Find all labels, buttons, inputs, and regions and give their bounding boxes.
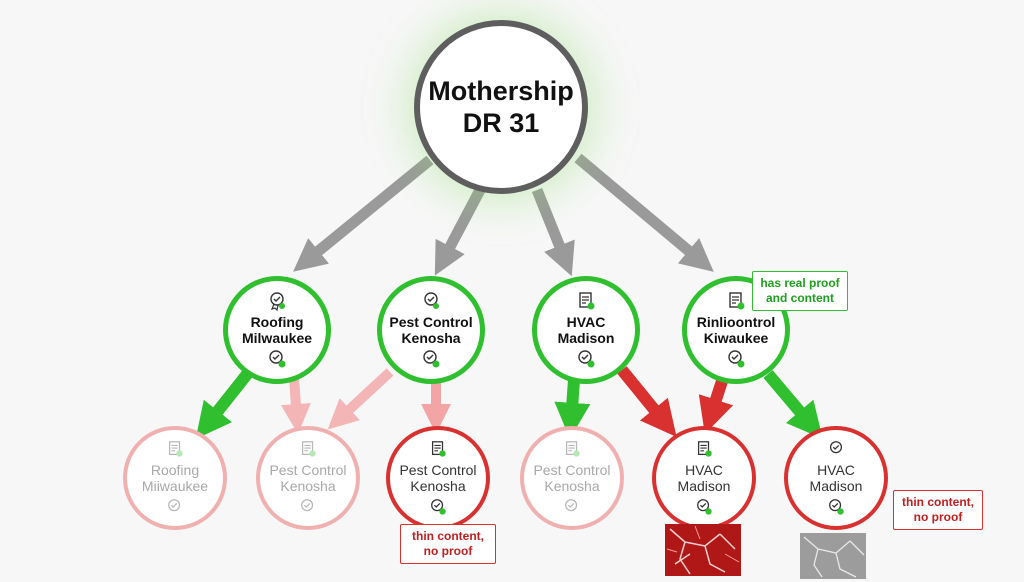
arrow-hvac-to-red-leaf — [617, 366, 677, 438]
document-check-icon — [429, 438, 447, 460]
callout-has-real-proof: has real proof and content — [752, 271, 848, 311]
shield-check-icon — [563, 496, 581, 518]
callout-line1: thin content, — [902, 495, 974, 509]
leaf-label-line2: Kenosha — [280, 478, 336, 494]
leaf-pest-control-kenosha-3: Pest Control Kenosha — [520, 426, 624, 530]
shield-check-icon — [267, 348, 287, 370]
shield-check-icon — [421, 348, 441, 370]
leaf-label-line1: Pest Control — [269, 462, 347, 478]
arrow-root-to-roofing — [293, 155, 434, 272]
shield-check-icon — [576, 348, 596, 370]
document-check-icon — [563, 438, 581, 460]
arrow-roofing-to-leaf — [195, 369, 253, 440]
arrow-pest-to-faded-leaf — [327, 368, 394, 430]
callout-thin-content-2: thin content, no proof — [893, 490, 983, 530]
arrow-rinlioontrol-to-green-leaf — [763, 370, 823, 439]
node-label-line2: Milwaukee — [241, 330, 313, 346]
mothership-title: Mothership — [428, 76, 574, 106]
leaf-label-line1: HVAC — [685, 462, 723, 478]
shield-check-icon — [299, 496, 317, 518]
node-label-line1: Rinlioontrol — [696, 314, 776, 330]
document-check-icon — [695, 438, 713, 460]
cracked-red-texture — [665, 524, 741, 576]
node-label-line1: HVAC — [566, 314, 606, 330]
leaf-pest-control-kenosha-2: Pest Control Kenosha — [386, 426, 490, 530]
leaf-label-line2: Madison — [677, 478, 731, 494]
arrow-roofing-to-faded-leaf — [280, 377, 311, 434]
leaf-label-line2: Madison — [809, 478, 863, 494]
shield-check-icon — [827, 496, 845, 518]
arrow-root-to-hvac — [531, 187, 575, 277]
arrow-hvac-to-leaf — [554, 379, 591, 439]
node-label-line1: Roofing — [250, 314, 304, 330]
node-label-line2: Madison — [557, 330, 615, 346]
callout-line1: thin content, — [412, 529, 484, 543]
leaf-label-line1: Pest Control — [533, 462, 611, 478]
callout-line1: has real proof — [760, 276, 840, 290]
shield-check-icon — [695, 496, 713, 518]
certificate-icon — [421, 290, 441, 312]
shield-check-icon — [726, 348, 746, 370]
leaf-hvac-madison-2: HVAC Madison — [784, 426, 888, 530]
leaf-label-line2: Miiwaukee — [141, 478, 209, 494]
node-rinlioontrol-kiwaukee: Rinlioontrol Kiwaukee — [682, 276, 790, 384]
certificate-icon — [267, 290, 287, 312]
node-hvac-madison: HVAC Madison — [532, 276, 640, 384]
node-label-line2: Kiwaukee — [703, 330, 769, 346]
shield-check-icon — [429, 496, 447, 518]
shield-check-icon — [166, 496, 184, 518]
callout-line2: no proof — [913, 510, 963, 524]
mothership-node: Mothership DR 31 — [414, 20, 588, 194]
node-roofing-milwaukee: Roofing Milwaukee — [223, 276, 331, 384]
document-check-icon — [726, 290, 746, 312]
leaf-pest-control-kenosha-1: Pest Control Kenosha — [256, 426, 360, 530]
mothership-subtitle: DR 31 — [462, 108, 540, 138]
leaf-label-line2: Kenosha — [410, 478, 466, 494]
node-pest-control-kenosha: Pest Control Kenosha — [377, 276, 485, 384]
arrow-root-to-rinlioontrol — [574, 153, 714, 272]
leaf-label-line1: Roofing — [150, 462, 200, 478]
leaf-label-line1: Pest Control — [399, 462, 477, 478]
arrow-root-to-pest-control — [434, 187, 485, 276]
arrow-rinlioontrol-to-red-leaf — [698, 376, 734, 434]
callout-line2: no proof — [423, 544, 473, 558]
node-label-line2: Kenosha — [401, 330, 461, 346]
callout-line2: and content — [766, 291, 834, 305]
leaf-hvac-madison-1: HVAC Madison — [652, 426, 756, 530]
document-check-icon — [166, 438, 184, 460]
leaf-label-line2: Kenosha — [544, 478, 600, 494]
cracked-gray-texture — [800, 533, 866, 579]
leaf-roofing-miiwaukee: Roofing Miiwaukee — [123, 426, 227, 530]
node-label-line1: Pest Control — [389, 314, 473, 330]
document-check-icon — [299, 438, 317, 460]
document-check-icon — [576, 290, 596, 312]
leaf-label-line1: HVAC — [817, 462, 855, 478]
certificate-icon — [827, 438, 845, 460]
callout-thin-content-1: thin content, no proof — [400, 524, 496, 564]
